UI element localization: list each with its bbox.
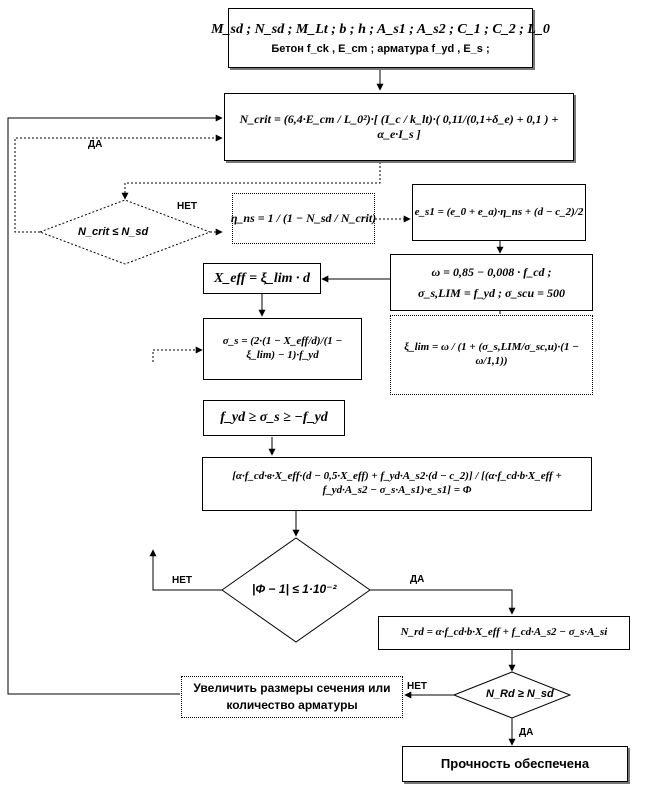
result-block: Прочность обеспечена bbox=[402, 746, 628, 782]
increase-section-text: Увеличить размеры сечения или количество… bbox=[193, 681, 391, 712]
result-text: Прочность обеспечена bbox=[440, 755, 590, 771]
sigma-s-formula: σ_s = (2·(1 − X_eff/d)/(1 − ξ_lim) − 1)·… bbox=[222, 335, 343, 361]
arrow-ncrit-to-decision bbox=[121, 162, 381, 200]
es1-formula-block: e_s1 = (e_0 + e_a)·η_ns + (d − c_2)/2 bbox=[412, 184, 586, 241]
input-materials-line: Бетон f_ck , E_cm ; арматура f_yd , E_s … bbox=[271, 42, 490, 55]
phi-equation-block: [α·f_cd·в·X_eff·(d − 0,5·X_eff) + f_yd·A… bbox=[202, 457, 592, 511]
xeff-block: X_eff = ξ_lim · d bbox=[203, 263, 321, 294]
stress-limit-block: f_yd ≥ σ_s ≥ −f_yd bbox=[203, 400, 345, 436]
xeff-formula: X_eff = ξ_lim · d bbox=[213, 270, 311, 286]
decision-nrd-condition: N_Rd ≥ N_sd bbox=[486, 688, 554, 700]
nrd-formula: N_rd = α·f_cd·b·X_eff + f_cd·A_s2 − σ_s·… bbox=[400, 626, 608, 639]
decision-phi-yes-label: ДА bbox=[410, 574, 425, 585]
decision-phi-condition: |Φ − 1| ≤ 1·10⁻² bbox=[252, 582, 337, 596]
decision-ncrit-condition: N_crit ≤ N_sd bbox=[78, 226, 149, 238]
decision-nrd-no-label: НЕТ bbox=[407, 681, 427, 692]
input-params-line: M_sd ; N_sd ; M_Lt ; b ; h ; A_s1 ; A_s2… bbox=[211, 22, 550, 38]
phi-equation: [α·f_cd·в·X_eff·(d − 0,5·X_eff) + f_yd·A… bbox=[232, 470, 562, 496]
omega-block: ω = 0,85 − 0,008 · f_cd ; σ_s,LIM = f_yd… bbox=[390, 254, 593, 311]
decision-phi-diamond bbox=[221, 537, 371, 643]
ncrit-formula: N_crit = (6,4·E_cm / L_0²)·[ (I_c / k_lt… bbox=[239, 112, 559, 141]
omega-line2: σ_s,LIM = f_yd ; σ_scu = 500 bbox=[418, 285, 565, 300]
sigma-s-block: σ_s = (2·(1 − X_eff/d)/(1 − ξ_lim) − 1)·… bbox=[203, 318, 362, 380]
decision-ncrit-no-label: НЕТ bbox=[177, 201, 197, 212]
decision-ncrit-diamond bbox=[38, 199, 212, 265]
arrow-phi-yes-to-nrd bbox=[370, 589, 516, 615]
arrow-decision-yes-loop bbox=[14, 134, 223, 233]
stress-limit-formula: f_yd ≥ σ_s ≥ −f_yd bbox=[220, 410, 328, 426]
xi-lim-formula: ξ_lim = ω / (1 + (σ_s,LIM/σ_sc,u)·(1 − ω… bbox=[404, 341, 579, 367]
decision-nrd-diamond bbox=[452, 671, 572, 719]
ncrit-formula-block: N_crit = (6,4·E_cm / L_0²)·[ (I_c / k_lt… bbox=[224, 93, 574, 161]
eta-formula-block: η_ns = 1 / (1 − N_sd / N_crit) bbox=[230, 193, 377, 244]
arrow-loop-into-sigma bbox=[152, 346, 203, 362]
decision-nrd-yes-label: ДА bbox=[519, 727, 534, 738]
omega-line1: ω = 0,85 − 0,008 · f_cd ; bbox=[431, 264, 552, 279]
arrow-increase-loop-to-ncrit bbox=[7, 114, 223, 695]
arrow-phi-no-loop bbox=[149, 549, 222, 591]
decision-phi-no-label: НЕТ bbox=[172, 575, 192, 586]
decision-ncrit-yes-label: ДА bbox=[88, 139, 103, 150]
eta-formula: η_ns = 1 / (1 − N_sd / N_crit) bbox=[230, 211, 377, 225]
xi-lim-block: ξ_lim = ω / (1 + (σ_s,LIM/σ_sc,u)·(1 − ω… bbox=[390, 315, 593, 395]
es1-formula: e_s1 = (e_0 + e_a)·η_ns + (d − c_2)/2 bbox=[414, 205, 584, 218]
nrd-formula-block: N_rd = α·f_cd·b·X_eff + f_cd·A_s2 − σ_s·… bbox=[378, 616, 630, 650]
increase-section-block: Увеличить размеры сечения или количество… bbox=[181, 676, 403, 718]
input-parameters-block: M_sd ; N_sd ; M_Lt ; b ; h ; A_s1 ; A_s2… bbox=[211, 8, 550, 68]
